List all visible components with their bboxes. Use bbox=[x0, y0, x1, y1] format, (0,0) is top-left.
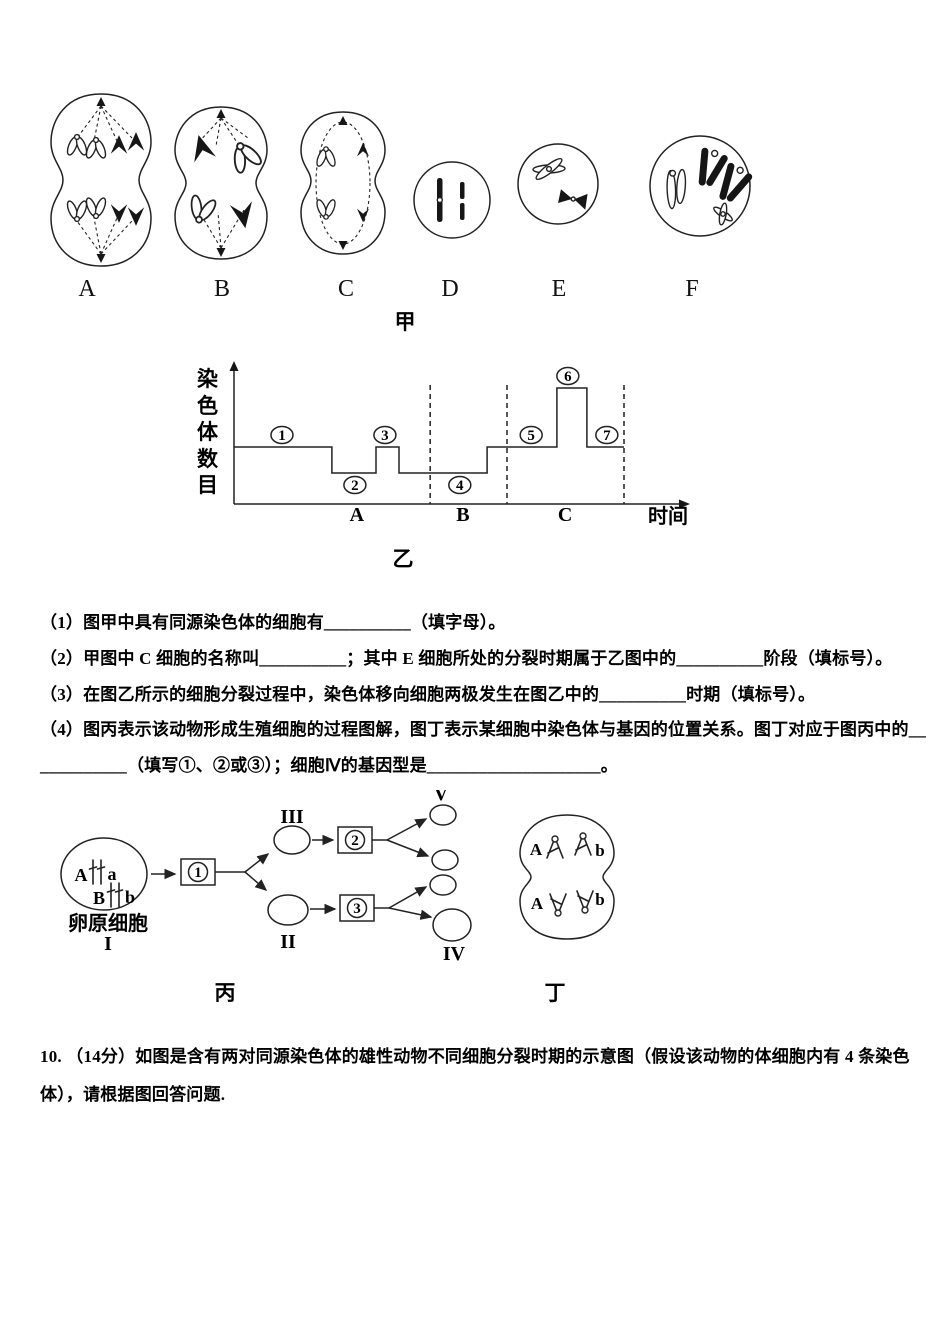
cell-label-A: A bbox=[78, 276, 96, 302]
figure-jia-cell-labels: A B C D E F bbox=[78, 276, 698, 302]
cell-numeral-IV: IV bbox=[443, 943, 466, 965]
spindle-fibers bbox=[197, 117, 249, 249]
question-4-line1: （4）图丙表示该动物形成生殖细胞的过程图解，图丁表示某细胞中染色体与基因的位置关… bbox=[40, 720, 927, 739]
arrow bbox=[388, 907, 433, 920]
process-box-3: 3 bbox=[339, 894, 375, 922]
arrow bbox=[386, 839, 430, 858]
figure-bing-diagram: A a B b 卵原细胞 I 1 III II 2 bbox=[60, 790, 472, 965]
figure-jia-diagram: A B C D E F bbox=[50, 93, 756, 302]
ding-gene-b-bottom: b bbox=[595, 890, 604, 909]
process-2-number: 2 bbox=[351, 833, 359, 849]
question-2: （2）甲图中 C 细胞的名称叫__________；其中 E 细胞所处的分裂时期… bbox=[40, 649, 893, 668]
oogonium-cell: A a B b bbox=[60, 837, 148, 911]
chart-yi: 1 2 3 4 5 6 7 A B C 时间 bbox=[229, 361, 690, 528]
question-10-line1: 10. （14分）如图是含有两对同源染色体的雄性动物不同细胞分裂时期的示意图（假… bbox=[40, 1047, 910, 1066]
figure-bing-caption: 丙 bbox=[214, 981, 236, 1005]
ding-gene-A-bottom: A bbox=[531, 894, 544, 913]
figure-yi-caption: 乙 bbox=[392, 547, 414, 571]
process-box-1: 1 bbox=[180, 858, 216, 886]
gene-label-B: B bbox=[93, 888, 105, 908]
chart-marker-1: 1 bbox=[278, 428, 286, 444]
phase-label-C: C bbox=[558, 504, 572, 526]
cell-IV bbox=[432, 908, 472, 942]
cell-B-diagram bbox=[174, 106, 268, 260]
phase-label-B: B bbox=[456, 504, 469, 526]
cell-C-diagram bbox=[300, 111, 386, 255]
spindle-fibers bbox=[315, 121, 371, 245]
question-3: （3）在图乙所示的细胞分裂过程中，染色体移向细胞两极发生在图乙中的_______… bbox=[40, 685, 816, 704]
chart-xlabel: 时间 bbox=[648, 505, 688, 528]
ding-gene-A-top: A bbox=[530, 840, 543, 859]
ding-gene-b-top: b bbox=[595, 841, 604, 860]
arrow bbox=[244, 871, 268, 891]
cell-E-diagram bbox=[517, 143, 599, 225]
process-box-2: 2 bbox=[337, 826, 373, 854]
chart-marker-3: 3 bbox=[381, 428, 389, 444]
polar-body bbox=[431, 849, 459, 871]
arrow bbox=[244, 853, 270, 873]
question-4-line2: __________（填写①、②或③）；细胞Ⅳ的基因型是____________… bbox=[40, 756, 618, 775]
chart-ylabel: 染色体数目 bbox=[197, 367, 218, 497]
figure-jia-caption: 甲 bbox=[394, 310, 416, 334]
chart-marker-5: 5 bbox=[527, 428, 535, 444]
cell-label-D: D bbox=[441, 276, 458, 302]
cell-label-F: F bbox=[685, 276, 698, 302]
spindle-pole-icon bbox=[216, 109, 226, 118]
spindle-pole-icon bbox=[338, 241, 348, 250]
polar-body bbox=[429, 874, 457, 896]
cell-numeral-III: III bbox=[280, 806, 304, 828]
chart-step-line bbox=[234, 387, 624, 474]
cell-F-diagram bbox=[649, 135, 756, 237]
chart-marker-7: 7 bbox=[603, 428, 611, 444]
figure-ding-diagram: A b A b bbox=[519, 814, 615, 940]
spindle-pole-icon bbox=[96, 97, 106, 106]
gene-label-A: A bbox=[75, 865, 88, 885]
spindle-pole-icon bbox=[96, 254, 106, 263]
secondary-cell-II bbox=[267, 894, 309, 926]
process-1-number: 1 bbox=[194, 865, 202, 881]
oogonium-label: 卵原细胞 bbox=[68, 911, 148, 935]
cell-label-B: B bbox=[214, 276, 230, 302]
y-axis-arrow-icon bbox=[229, 361, 239, 371]
arrow bbox=[386, 818, 428, 841]
chart-phase-labels: A B C bbox=[350, 504, 573, 526]
cell-label-E: E bbox=[552, 276, 567, 302]
spindle-pole-icon bbox=[216, 248, 226, 257]
question-10-line2: 体），请根据图回答问题. bbox=[40, 1085, 226, 1104]
figure-ding-caption: 丁 bbox=[544, 981, 566, 1005]
cell-label-C: C bbox=[338, 276, 354, 302]
chart-marker-4: 4 bbox=[456, 478, 464, 494]
gene-label-a: a bbox=[108, 864, 117, 884]
chart-dividers bbox=[429, 385, 625, 504]
gene-label-b: b bbox=[125, 887, 135, 907]
spindle-pole-icon bbox=[338, 116, 348, 125]
chart-marker-6: 6 bbox=[564, 369, 572, 385]
process-3-number: 3 bbox=[353, 901, 361, 917]
secondary-cell-III bbox=[273, 825, 311, 855]
cell-numeral-I: I bbox=[104, 933, 112, 955]
cell-numeral-II: II bbox=[280, 931, 296, 953]
chart-marker-2: 2 bbox=[351, 478, 359, 494]
phase-label-A: A bbox=[350, 504, 365, 526]
spindle-fibers bbox=[76, 105, 133, 255]
egg-cell-V bbox=[429, 804, 457, 826]
x-axis-arrow-icon bbox=[679, 499, 690, 509]
cell-D-diagram bbox=[413, 161, 491, 239]
arrow bbox=[388, 886, 428, 909]
cell-numeral-V: V bbox=[434, 790, 449, 805]
cell-A-diagram bbox=[50, 93, 152, 267]
chart-markers: 1 2 3 4 5 6 7 bbox=[270, 366, 619, 495]
question-1: （1）图甲中具有同源染色体的细胞有__________（填字母）。 bbox=[40, 613, 506, 632]
dividing-cell-outline bbox=[519, 814, 615, 940]
